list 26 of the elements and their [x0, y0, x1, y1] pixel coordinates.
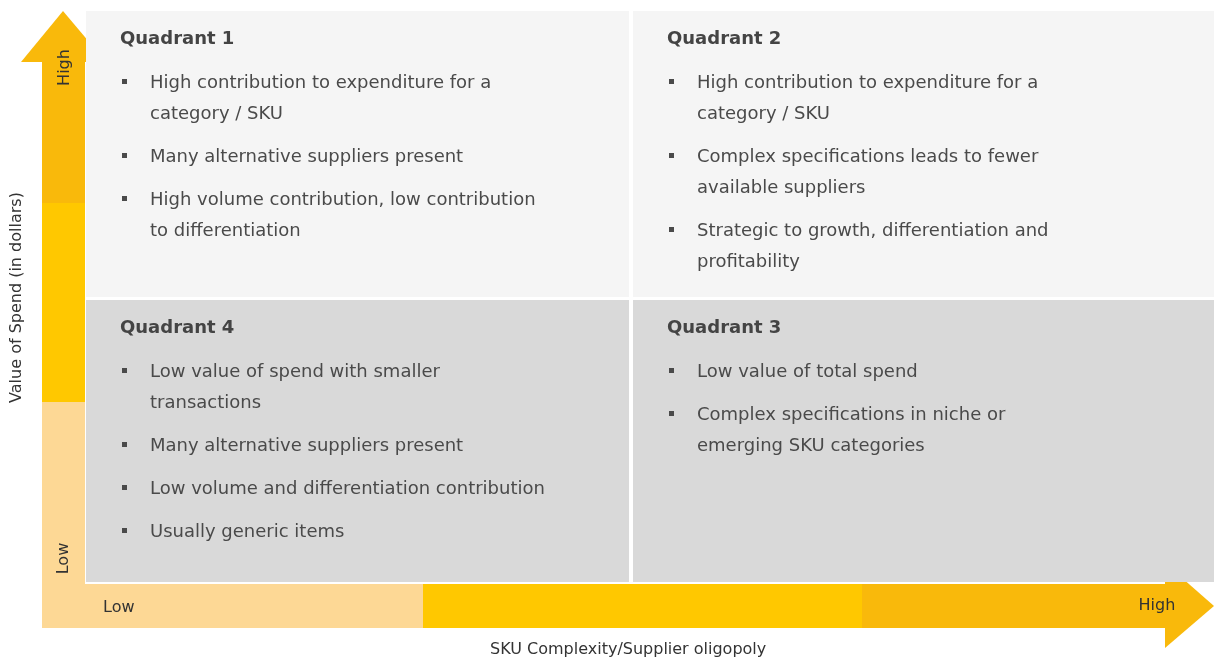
quadrant-panel [86, 300, 629, 582]
quadrant-heading: Quadrant 3 [667, 316, 782, 337]
bullet-text: Strategic to growth, differentiation and profitability [697, 219, 1049, 271]
quadrant-panel [633, 11, 1214, 297]
bullet-text: Low volume and differentiation contribution [150, 477, 545, 498]
bullet-text: Usually generic items [150, 520, 345, 541]
bullet-text: High contribution to expenditure for a category / SKU [697, 71, 1039, 123]
axis-title: SKU Complexity/Supplier oligopoly [490, 638, 767, 658]
axis-end-label: Low [103, 596, 135, 616]
axis-end-label: High [1138, 594, 1176, 614]
axis-title: Value of Spend (in dollars) [5, 191, 25, 403]
quadrant-heading: Quadrant 4 [120, 316, 235, 337]
bullet-text: High contribution to expenditure for a category / SKU [150, 71, 492, 123]
bullet-text: High volume contribution, low contribution to differentiation [150, 188, 536, 240]
bullet-text: Many alternative suppliers present [150, 434, 464, 455]
quadrant-heading: Quadrant 1 [120, 27, 235, 48]
quadrant-panel [633, 300, 1214, 582]
quadrant-panel [86, 11, 629, 297]
bullet-text: Many alternative suppliers present [150, 145, 464, 166]
bullet-text: Low value of total spend [697, 360, 918, 381]
bullet-text: Complex specifications in niche or emerging SKU categories [697, 403, 1006, 455]
bullet-text: Complex specifications leads to fewer available suppliers [697, 145, 1039, 197]
quadrant-heading: Quadrant 2 [667, 27, 782, 48]
axis-end-label: High [53, 48, 73, 86]
bullet-text: Low value of spend with smaller transactions [150, 360, 440, 412]
axis-end-label: Low [53, 542, 73, 574]
